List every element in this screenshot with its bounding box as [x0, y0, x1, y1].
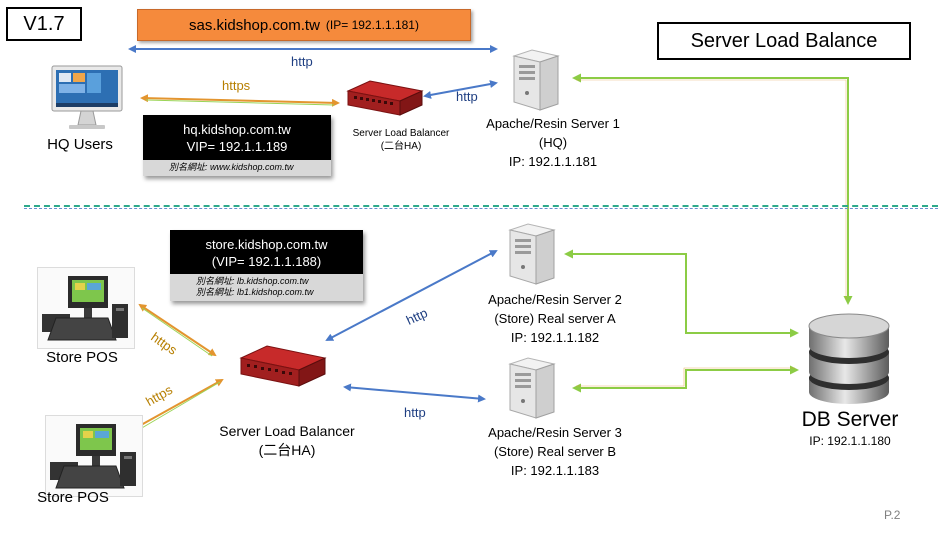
server1-name: Apache/Resin Server 1 — [486, 116, 620, 131]
db-link-server1 — [572, 73, 853, 305]
server1-role: (HQ) — [538, 135, 568, 150]
https-link-pos1 — [138, 303, 217, 357]
db-server-name: DB Server — [801, 408, 899, 431]
server2-label: Apache/Resin Server 2 (Store) Real serve… — [470, 290, 640, 347]
http-link-server-b — [343, 383, 486, 403]
store-balancer-label: Server Load Balancer (二台HA) — [212, 422, 362, 460]
server1-label: Apache/Resin Server 1 (HQ) IP: 192.1.1.1… — [473, 114, 633, 171]
load-balancer-switch-icon — [344, 77, 426, 119]
version-label: V1.7 — [6, 7, 82, 41]
server3-label: Apache/Resin Server 3 (Store) Real serve… — [470, 423, 640, 480]
tower-server-icon — [496, 356, 560, 420]
store-alias-1: 別名網址: lb.kidshop.com.tw — [196, 276, 309, 286]
store-balancer-ha: (二台HA) — [258, 442, 316, 458]
store-pos1-label: Store POS — [46, 349, 118, 366]
https-link-hq — [140, 94, 340, 107]
hq-users-label: HQ Users — [47, 136, 113, 153]
store-alias-2: 別名網址: lb1.kidshop.com.tw — [196, 287, 314, 297]
desktop-monitor-icon — [47, 63, 127, 133]
sas-domain: sas.kidshop.com.tw — [189, 16, 320, 34]
http-label-server-b: http — [404, 405, 426, 420]
database-cylinder-icon — [803, 308, 895, 408]
server1-ip: IP: 192.1.1.181 — [508, 154, 598, 169]
hq-domain: hq.kidshop.com.tw — [183, 122, 291, 137]
https-label-hq: https — [222, 78, 251, 93]
tower-server-icon — [500, 48, 564, 112]
server2-ip: IP: 192.1.1.182 — [510, 330, 600, 345]
hq-vip-card: hq.kidshop.com.tw VIP= 192.1.1.189 別名網址:… — [143, 115, 331, 176]
diagram-title: Server Load Balance — [657, 22, 911, 60]
hq-alias: 別名網址: www.kidshop.com.tw — [143, 160, 331, 176]
store-alias-box: 別名網址: lb.kidshop.com.tw 別名網址: lb1.kidsho… — [170, 274, 363, 301]
sas-domain-banner: sas.kidshop.com.tw (IP= 192.1.1.181) — [137, 9, 471, 41]
hq-balancer-label: Server Load Balancer (二台HA) — [345, 127, 457, 153]
http-link-hq-server — [423, 80, 498, 99]
hq-balancer-name: Server Load Balancer — [352, 128, 450, 139]
tower-server-icon — [496, 222, 560, 286]
pos-terminal-icon — [45, 415, 143, 497]
pos-terminal-icon — [37, 267, 135, 349]
hq-vip: VIP= 192.1.1.189 — [186, 139, 288, 154]
section-divider-shadow — [24, 208, 938, 209]
server3-ip: IP: 192.1.1.183 — [510, 463, 600, 478]
db-link-server3 — [572, 365, 799, 393]
load-balancer-switch-icon — [237, 342, 329, 390]
server3-role: (Store) Real server B — [493, 444, 617, 459]
http-link-server-a — [325, 250, 498, 341]
page-number: P.2 — [884, 508, 901, 522]
https-link-pos2 — [130, 379, 224, 431]
http-label-sas: http — [291, 54, 313, 69]
store-domain: store.kidshop.com.tw — [205, 237, 328, 252]
server2-role: (Store) Real server A — [494, 311, 616, 326]
server3-name: Apache/Resin Server 3 — [488, 425, 622, 440]
store-vip: (VIP= 192.1.1.188) — [211, 254, 322, 269]
store-balancer-name: Server Load Balancer — [219, 423, 355, 439]
hq-balancer-ha: (二台HA) — [380, 141, 422, 152]
server2-name: Apache/Resin Server 2 — [488, 292, 622, 307]
db-server-ip: IP: 192.1.1.180 — [809, 434, 891, 448]
http-label-hq-server: http — [456, 89, 478, 104]
sas-ip: (IP= 192.1.1.181) — [325, 18, 419, 32]
store-vip-card: store.kidshop.com.tw (VIP= 192.1.1.188) … — [170, 230, 363, 301]
store-pos2-label: Store POS — [37, 489, 109, 506]
db-link-server2 — [564, 249, 799, 338]
section-divider — [24, 205, 938, 207]
